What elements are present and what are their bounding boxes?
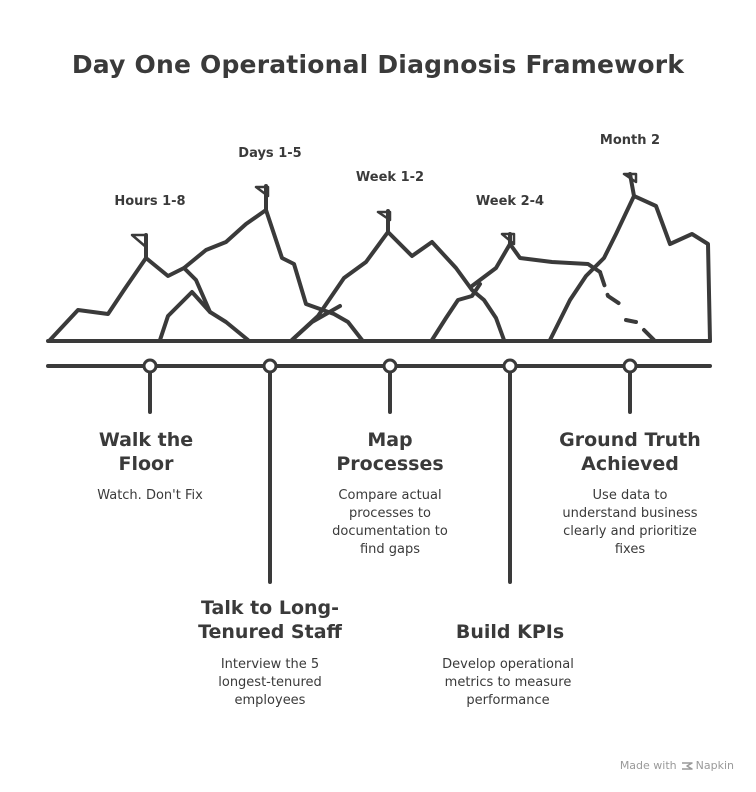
mountain-week12 bbox=[290, 230, 506, 342]
step-desc-walk-floor: Watch. Don't Fix bbox=[97, 488, 203, 503]
phase-label-week24: Week 2-4 bbox=[475, 194, 545, 209]
made-with-napkin-credit: Made with Napkin bbox=[620, 759, 734, 772]
credit-prefix: Made with bbox=[619, 759, 677, 772]
napkin-brand: Napkin bbox=[681, 759, 734, 772]
napkin-logo-icon bbox=[681, 761, 693, 770]
phase-label-month: Month 2 bbox=[599, 133, 661, 148]
timeline-node-1 bbox=[142, 358, 158, 374]
mountain-week12-inner bbox=[430, 282, 482, 342]
phase-label-days: Days 1-5 bbox=[238, 146, 302, 161]
mountain-hours bbox=[48, 256, 250, 342]
napkin-brand-name: Napkin bbox=[695, 759, 734, 772]
flag-icon bbox=[130, 233, 148, 260]
phase-label-hours: Hours 1-8 bbox=[114, 194, 186, 209]
flag-icon bbox=[622, 172, 638, 198]
mountain-month-dash bbox=[598, 270, 656, 342]
flag-icon bbox=[254, 184, 270, 212]
mountain-week24 bbox=[470, 242, 602, 288]
flag-icon bbox=[500, 232, 516, 246]
timeline-node-3 bbox=[382, 358, 398, 374]
flag-icon bbox=[376, 209, 392, 234]
timeline-node-4 bbox=[502, 358, 518, 374]
timeline-node-5 bbox=[622, 358, 638, 374]
phase-label-week12: Week 1-2 bbox=[355, 170, 425, 185]
timeline-node-2 bbox=[262, 358, 278, 374]
step-title-talk-staff: Talk to Long-Tenured Staff bbox=[198, 597, 342, 643]
step-title-build-kpis: Build KPIs bbox=[455, 621, 565, 643]
mountain-days bbox=[182, 208, 364, 342]
diagram-title: Day One Operational Diagnosis Framework bbox=[71, 50, 685, 79]
mountain-hours-inner bbox=[158, 290, 212, 342]
